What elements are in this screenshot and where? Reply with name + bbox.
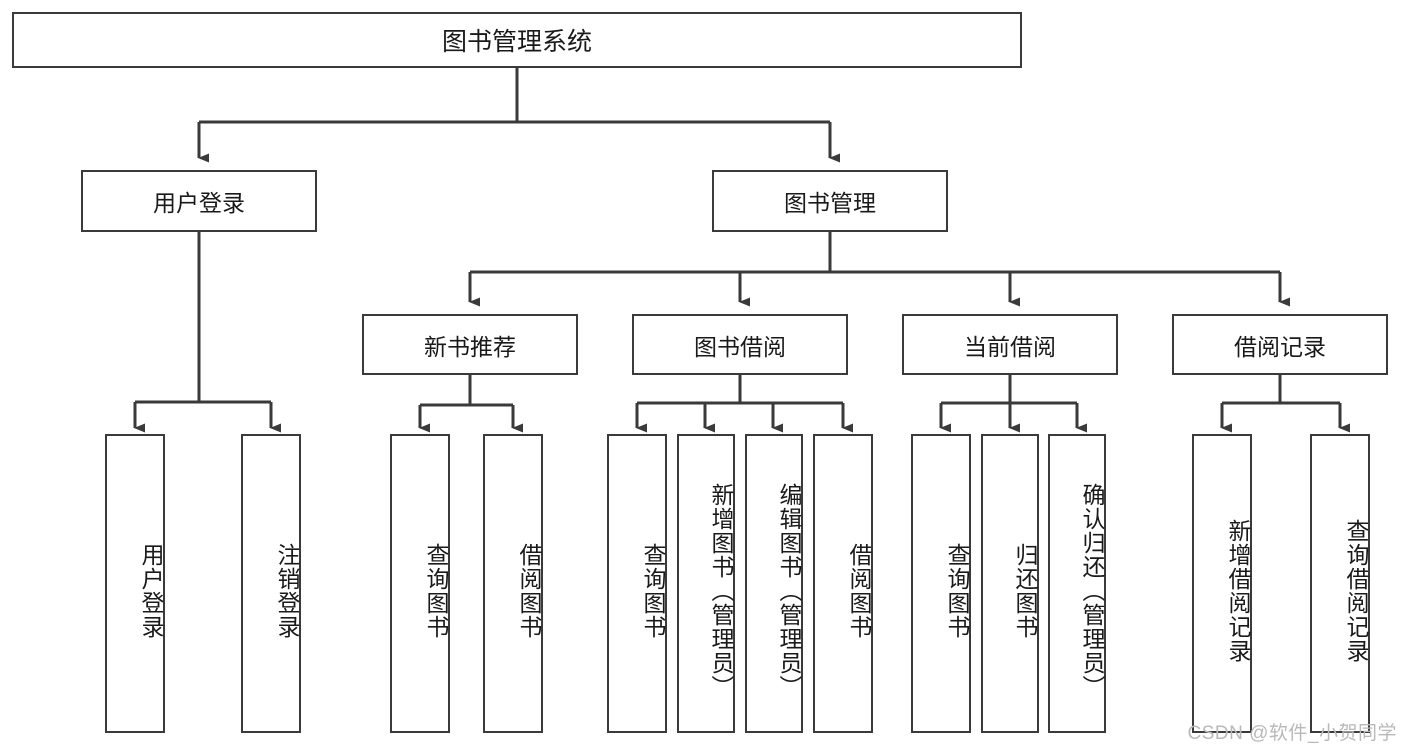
node-label: 借阅图书 bbox=[846, 542, 872, 639]
node-label: 图书管理系统 bbox=[441, 28, 592, 56]
node-root-library-system[interactable]: 图书管理系统 bbox=[12, 12, 1022, 68]
node-label: 借阅图书 bbox=[516, 542, 542, 639]
node-label: 新书推荐 bbox=[424, 333, 516, 360]
node-label: 注销登录 bbox=[274, 542, 300, 639]
node-label: 确认归还（管理员） bbox=[1079, 482, 1105, 699]
leaf-book-borrow-query-book[interactable]: 查询图书 bbox=[607, 434, 667, 733]
leaf-user-login-logout[interactable]: 注销登录 bbox=[241, 434, 301, 733]
node-borrow-record[interactable]: 借阅记录 bbox=[1172, 314, 1388, 375]
leaf-book-borrow-add-book-admin[interactable]: 新增图书（管理员） bbox=[677, 434, 735, 733]
node-label: 新增图书（管理员） bbox=[708, 482, 734, 699]
leaf-book-borrow-edit-book-admin[interactable]: 编辑图书（管理员） bbox=[745, 434, 803, 733]
node-label: 查询借阅记录 bbox=[1343, 518, 1369, 663]
node-current-borrow[interactable]: 当前借阅 bbox=[902, 314, 1118, 375]
leaf-borrow-record-add-record[interactable]: 新增借阅记录 bbox=[1192, 434, 1252, 733]
node-label: 编辑图书（管理员） bbox=[776, 482, 802, 699]
leaf-borrow-record-query-record[interactable]: 查询借阅记录 bbox=[1310, 434, 1370, 733]
leaf-new-book-borrow-book[interactable]: 借阅图书 bbox=[483, 434, 543, 733]
node-new-book-recommend[interactable]: 新书推荐 bbox=[362, 314, 578, 375]
node-label: 查询图书 bbox=[640, 542, 666, 639]
node-label: 图书借阅 bbox=[694, 333, 786, 360]
leaf-current-borrow-confirm-return-admin[interactable]: 确认归还（管理员） bbox=[1048, 434, 1106, 733]
node-user-login[interactable]: 用户登录 bbox=[81, 170, 317, 232]
node-book-borrow[interactable]: 图书借阅 bbox=[632, 314, 848, 375]
leaf-new-book-query-book[interactable]: 查询图书 bbox=[390, 434, 450, 733]
node-label: 归还图书 bbox=[1012, 542, 1038, 639]
node-label: 用户登录 bbox=[138, 542, 164, 639]
leaf-book-borrow-borrow-book[interactable]: 借阅图书 bbox=[813, 434, 873, 733]
node-label: 新增借阅记录 bbox=[1225, 518, 1251, 663]
leaf-current-borrow-return-book[interactable]: 归还图书 bbox=[981, 434, 1039, 733]
node-label: 查询图书 bbox=[423, 542, 449, 639]
csdn-watermark: CSDN @软件_小贺同学 bbox=[1187, 723, 1397, 744]
node-label: 借阅记录 bbox=[1234, 333, 1326, 360]
leaf-current-borrow-query-book[interactable]: 查询图书 bbox=[911, 434, 971, 733]
node-label: 图书管理 bbox=[784, 190, 876, 216]
node-label: 当前借阅 bbox=[964, 333, 1056, 360]
node-book-management[interactable]: 图书管理 bbox=[712, 170, 948, 232]
node-label: 查询图书 bbox=[944, 542, 970, 639]
leaf-user-login-login[interactable]: 用户登录 bbox=[105, 434, 165, 733]
node-label: 用户登录 bbox=[153, 190, 245, 216]
